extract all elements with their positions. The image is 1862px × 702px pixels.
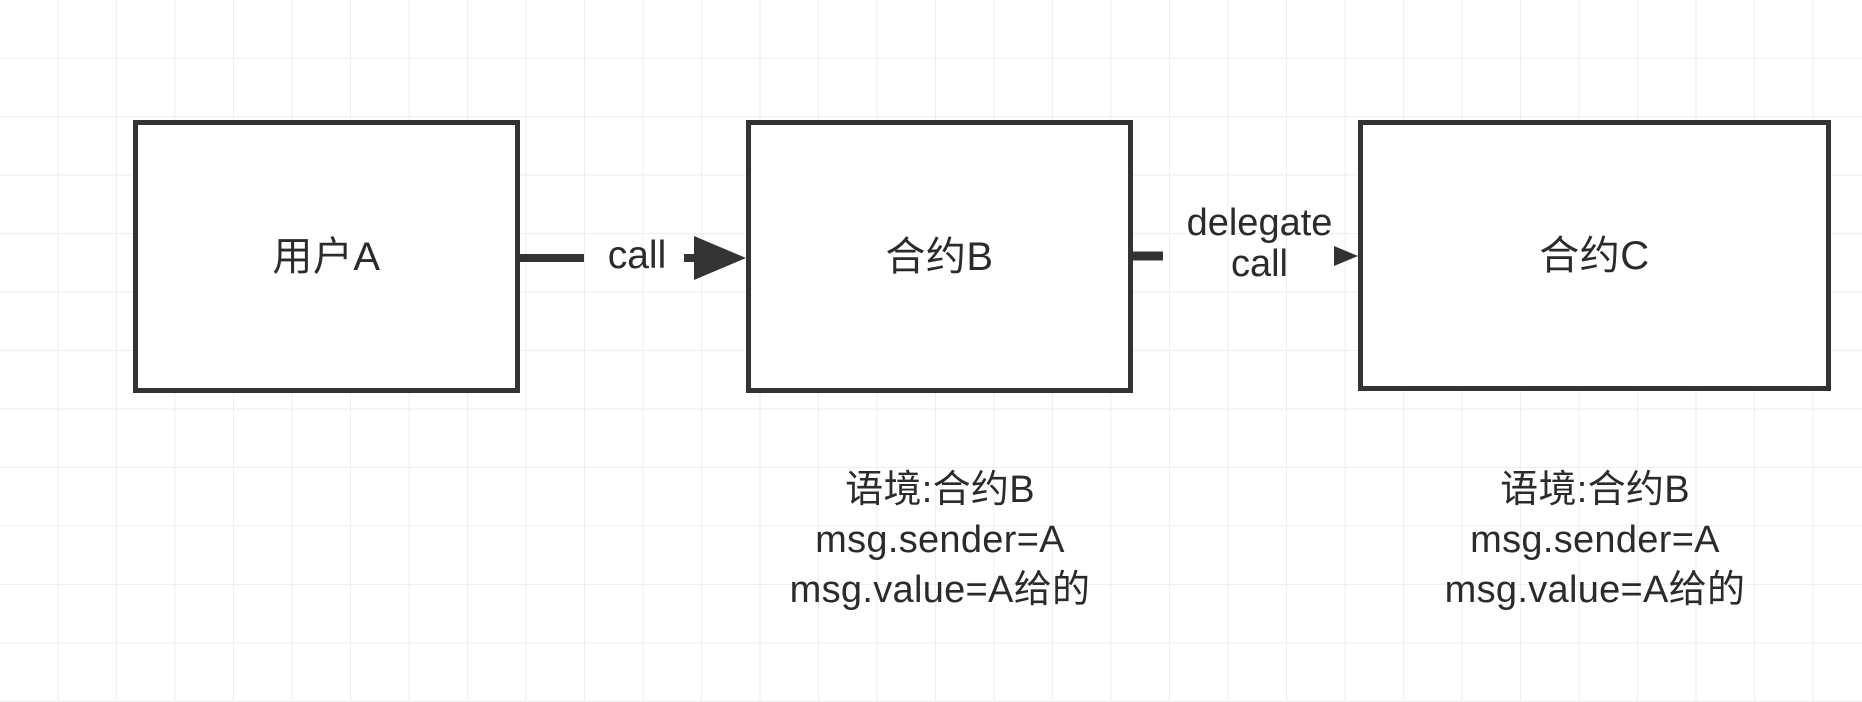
caption-contract-b-line-3: msg.value=A给的 [789,569,1091,612]
node-contract-b-label: 合约B [885,234,994,279]
node-user-a[interactable]: 用户A [133,120,520,393]
node-contract-c[interactable]: 合约C [1358,120,1831,391]
edge-label-call: call [607,234,667,277]
caption-contract-c-line-1: 语境:合约B [1500,469,1690,511]
edge-label-delegatecall: delegate call [1186,202,1333,286]
caption-contract-c-line-3: msg.value=A给的 [1444,569,1746,612]
node-user-a-label: 用户A [272,234,381,279]
caption-contract-b-line-2: msg.sender=A [815,519,1065,562]
caption-contract-b-line-1: 语境:合约B [845,469,1035,511]
edge-call-arrowhead-icon [694,236,746,280]
node-contract-c-label: 合约C [1539,233,1650,278]
caption-contract-b: 语境:合约B msg.sender=A msg.value=A给的 [700,465,1180,615]
caption-contract-c: 语境:合约B msg.sender=A msg.value=A给的 [1340,465,1850,615]
node-contract-b[interactable]: 合约B [746,120,1133,393]
caption-contract-c-line-2: msg.sender=A [1470,519,1720,562]
